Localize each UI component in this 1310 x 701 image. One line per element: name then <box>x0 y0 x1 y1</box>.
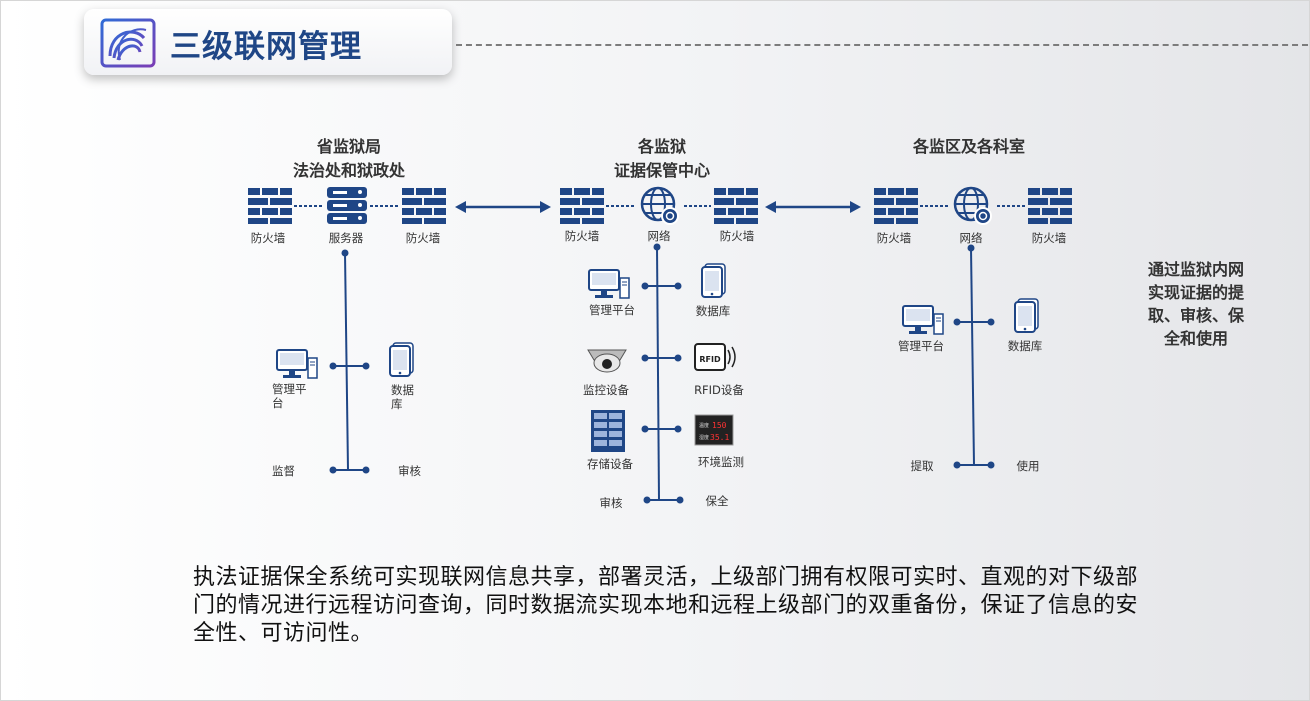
server-icon <box>327 187 367 224</box>
label-db: 数据库 <box>1008 339 1043 353</box>
monitor-icon <box>588 269 630 299</box>
label-supervise: 监督 <box>272 464 295 478</box>
firewall-icon <box>874 188 918 224</box>
label-env: 环境监测 <box>698 455 744 469</box>
firewall-icon <box>714 188 758 224</box>
tablet-icon <box>701 263 726 298</box>
firewall-icon <box>1028 188 1072 224</box>
label-firewall: 防火墙 <box>720 229 755 243</box>
label-rfid: RFID设备 <box>694 383 744 397</box>
label-firewall: 防火墙 <box>406 231 441 245</box>
label-db: 数据库 <box>696 304 731 318</box>
label-storage: 存储设备 <box>587 457 633 471</box>
label-firewall: 防火墙 <box>251 231 286 245</box>
env-value-2: 35.1 <box>710 433 729 442</box>
prison-heading-1: 各监狱 <box>637 137 686 156</box>
env-monitor-icon: 温度 150 湿度 35.1 <box>694 414 734 446</box>
trunk-line <box>344 252 349 471</box>
monitor-icon <box>276 349 318 379</box>
province-heading-2: 法治处和狱政处 <box>293 161 406 180</box>
label-db: 数据 <box>391 383 414 397</box>
env-label-1: 温度 <box>699 422 709 429</box>
label-firewall: 防火墙 <box>565 229 600 243</box>
label-server: 服务器 <box>329 231 364 245</box>
label-mgmt: 管理平 <box>272 382 307 396</box>
label-audit: 审核 <box>398 464 421 478</box>
label-use: 使用 <box>1017 459 1040 473</box>
side-note: 通过监狱内网实现证据的提取、审核、保全和使用 <box>1148 260 1245 348</box>
trunk-line <box>656 246 660 501</box>
rfid-tag-text: RFID <box>699 355 721 364</box>
label-firewall: 防火墙 <box>1032 231 1067 245</box>
title-card: 三级联网管理 <box>84 9 452 75</box>
trunk-line <box>970 247 975 466</box>
label-network: 网络 <box>648 229 671 243</box>
label-monitor: 监控设备 <box>583 383 629 397</box>
tablet-icon <box>389 342 414 377</box>
bidirectional-arrow <box>455 201 551 213</box>
label-mgmt: 管理平台 <box>898 339 944 353</box>
globe-network-icon <box>640 186 680 226</box>
label-mgmt: 管理平台 <box>589 303 635 317</box>
title-divider <box>456 44 1308 46</box>
firewall-icon <box>248 188 292 224</box>
district-heading: 各监区及各科室 <box>912 137 1025 156</box>
logo-icon <box>100 18 156 68</box>
label-preserve: 保全 <box>706 494 729 508</box>
tablet-icon <box>1014 298 1039 333</box>
bidirectional-arrow <box>765 201 861 213</box>
label-mgmt-2: 台 <box>272 396 284 410</box>
province-heading-1: 省监狱局 <box>316 137 381 156</box>
rfid-icon: RFID <box>694 343 736 371</box>
description-paragraph: 执法证据保全系统可实现联网信息共享，部署灵活，上级部门拥有权限可实时、直观的对下… <box>193 565 1139 646</box>
firewall-icon <box>402 188 446 224</box>
storage-cabinet-icon <box>591 410 625 452</box>
label-audit: 审核 <box>600 496 623 510</box>
label-network: 网络 <box>960 231 983 245</box>
camera-icon <box>587 349 627 373</box>
env-label-2: 湿度 <box>699 434 709 441</box>
env-value-1: 150 <box>712 421 727 430</box>
label-firewall: 防火墙 <box>877 231 912 245</box>
prison-heading-2: 证据保管中心 <box>614 161 710 180</box>
label-db-2: 库 <box>391 397 403 411</box>
label-extract: 提取 <box>911 459 934 473</box>
page-title: 三级联网管理 <box>170 29 362 65</box>
globe-network-icon <box>953 186 993 226</box>
firewall-icon <box>560 188 604 224</box>
monitor-icon <box>902 305 944 335</box>
